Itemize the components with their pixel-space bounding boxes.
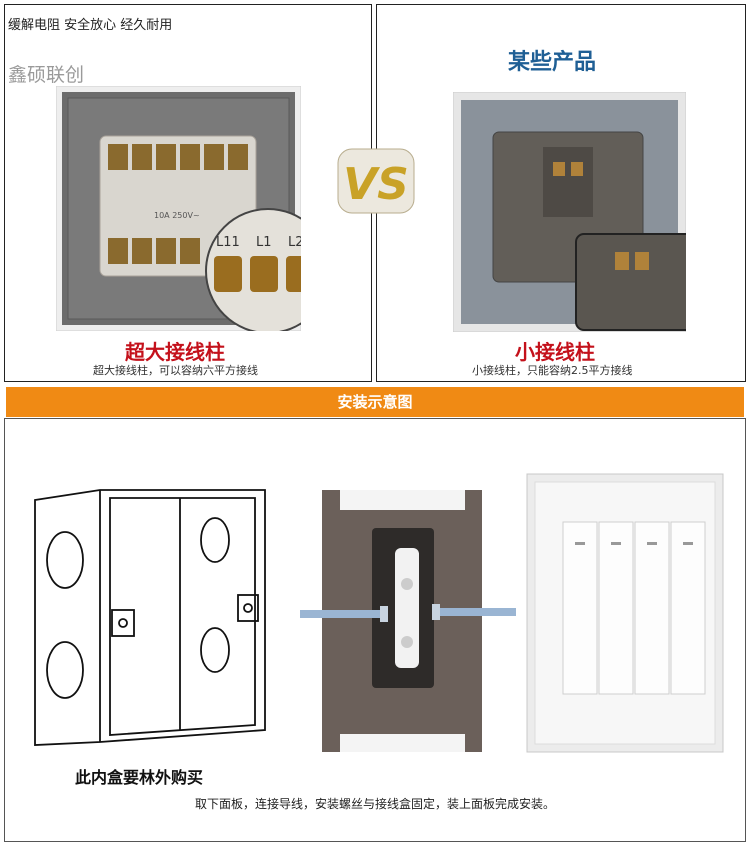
left-caption-title: 超大接线柱 bbox=[125, 340, 225, 364]
left-caption-sub: 超大接线柱，可以容纳六平方接线 bbox=[93, 364, 258, 377]
competitor-heading: 某些产品 bbox=[508, 50, 597, 75]
right-caption-title: 小接线柱 bbox=[515, 340, 595, 364]
terminal-row-top bbox=[108, 144, 248, 170]
svg-text:L2: L2 bbox=[288, 235, 301, 250]
box-purchase-note: 此内盒要林外购买 bbox=[75, 768, 204, 787]
screw-left bbox=[300, 606, 388, 622]
vs-logo: VS bbox=[337, 148, 415, 214]
terminal-zoom-circle: L11 L1 L2 bbox=[205, 208, 301, 331]
tagline: 缓解电阻 安全放心 经久耐用 bbox=[8, 18, 173, 33]
right-caption-sub: 小接线柱，只能容纳2.5平方接线 bbox=[472, 364, 633, 377]
wall-box-drawing bbox=[34, 489, 266, 746]
switch-rockers bbox=[562, 521, 706, 695]
rating-text: 10A 250V~ bbox=[154, 211, 200, 220]
terminal-row-bottom bbox=[108, 238, 200, 264]
section-title-bar: 安装示意图 bbox=[6, 387, 744, 417]
install-diagram-frame bbox=[4, 418, 746, 842]
comparison-section: 缓解电阻 安全放心 经久耐用 鑫硕联创 某些产品 10A 250V~ L11 L… bbox=[0, 0, 750, 384]
mounting-plate-image bbox=[300, 490, 516, 752]
install-steps: 取下面板，连接导线，安装螺丝与接线盒固定，装上面板完成安装。 bbox=[194, 797, 555, 811]
switch-panel-image bbox=[526, 473, 724, 753]
svg-text:VS: VS bbox=[343, 159, 409, 210]
left-product-image: 10A 250V~ L11 L1 L2 bbox=[56, 86, 301, 331]
brand-name: 鑫硕联创 bbox=[8, 64, 85, 86]
screw-right bbox=[432, 604, 516, 620]
svg-text:L11: L11 bbox=[216, 235, 240, 250]
svg-text:L1: L1 bbox=[256, 235, 272, 250]
right-product-image bbox=[453, 92, 686, 332]
